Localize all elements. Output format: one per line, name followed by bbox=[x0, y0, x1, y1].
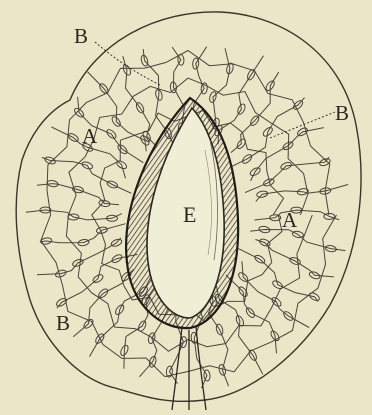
stalk bbox=[172, 326, 206, 410]
vein-line bbox=[251, 128, 324, 181]
vein-line bbox=[256, 185, 348, 202]
vein-line bbox=[226, 275, 277, 353]
label-center-e: E bbox=[183, 202, 196, 227]
label-net-right-b: B bbox=[335, 101, 349, 125]
leader-line-top-b bbox=[95, 42, 160, 85]
label-region-left-a: A bbox=[82, 124, 98, 148]
label-region-right-a: A bbox=[282, 208, 298, 232]
label-net-top-b: B bbox=[74, 24, 88, 48]
leader-line-right-b bbox=[270, 112, 335, 138]
vein-line bbox=[73, 269, 134, 337]
label-net-bottom-b: B bbox=[56, 311, 70, 335]
vein-line bbox=[123, 56, 157, 146]
